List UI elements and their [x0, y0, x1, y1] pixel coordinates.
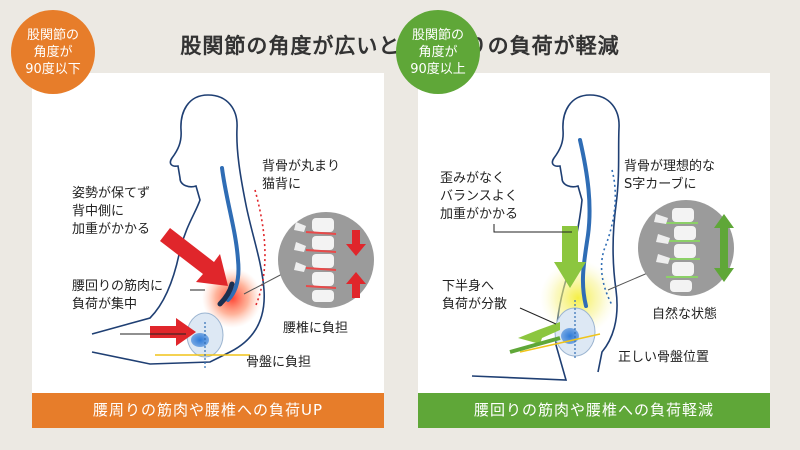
label-spine-s-curve: 背骨が理想的な S字カーブに	[624, 159, 716, 192]
zoom-arrow-down	[346, 230, 366, 256]
spine-curve-dotted	[600, 169, 617, 306]
zoom-double-arrow	[714, 214, 734, 282]
left-badge: 股関節の 角度が 90度以下	[11, 10, 95, 94]
badge-line: 90度以下	[25, 61, 81, 77]
vertebrae	[294, 218, 337, 302]
vertebrae	[654, 208, 700, 292]
spine-curve-dotted	[254, 189, 266, 306]
lower-body-arrow	[518, 322, 560, 344]
right-figure	[471, 94, 734, 381]
left-figure	[91, 94, 374, 370]
spine-blue	[578, 138, 592, 308]
badge-line: 股関節の	[26, 27, 79, 43]
label-correct-pelvis: 正しい骨盤位置	[618, 350, 710, 365]
label-muscle-load: 腰回りの筋肉に 負荷が集中	[72, 279, 164, 312]
badge-line: 90度以上	[410, 61, 466, 77]
label-natural-state: 自然な状態	[652, 307, 718, 322]
label-balance: 歪みがなく バランスよく 加重がかかる	[440, 171, 519, 222]
spine-blue	[220, 166, 241, 302]
left-footer: 腰周りの筋肉や腰椎への負荷UP	[32, 393, 384, 428]
label-lower-body: 下半身へ 負荷が分散	[442, 279, 508, 312]
right-footer: 腰回りの筋肉や腰椎への負荷軽減	[418, 393, 770, 428]
label-spine-rounded: 背骨が丸まり 猫背に	[262, 159, 341, 192]
muscle-arrow	[150, 318, 196, 346]
badge-line: 角度が	[418, 44, 458, 60]
badge-line: 角度が	[33, 44, 73, 60]
badge-line: 股関節の	[411, 27, 464, 43]
label-lumbar-burden: 腰椎に負担	[283, 321, 349, 336]
zoom-arrow-up	[346, 272, 366, 298]
load-arrow-down	[554, 226, 586, 288]
pressure-arrow	[160, 228, 228, 286]
right-badge: 股関節の 角度が 90度以上	[396, 10, 480, 94]
label-posture: 姿勢が保てず 背中側に 加重がかかる	[72, 186, 151, 237]
label-pelvis-burden: 骨盤に負担	[246, 355, 312, 370]
